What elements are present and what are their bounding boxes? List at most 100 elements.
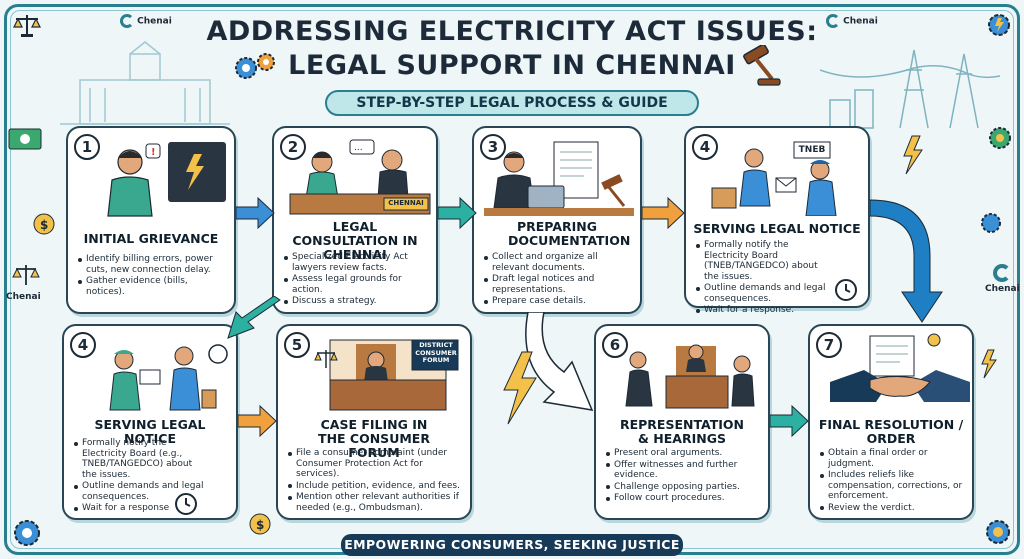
arrow-4b-to-5 [238,404,277,438]
step-number: 3 [480,134,506,160]
step-bullets: Formally notify the Electricity Board (T… [696,240,834,317]
bullet: Assess legal grounds for action. [284,274,428,295]
step-card-6: 6 REPRESENTATION & HEARINGS Present oral… [594,324,770,520]
money-icon [8,128,42,150]
step-bullets: Identify billing errors, power cuts, new… [78,254,226,298]
logo-top-left: Chenai [120,14,172,28]
bullet: Present oral arguments. [606,448,760,459]
step-card-3: 3 PREPARING DOCUMENTATION Collect and or… [472,126,642,314]
step-bullets: Obtain a final order or judgment. Includ… [820,448,964,514]
step-card-1: 1 ! INITIAL GRIEVANCE Identify billing e… [66,126,236,314]
bullet: Wait for a response [74,503,206,514]
bullet: Wait for a response. [696,305,834,316]
step-number: 6 [602,332,628,358]
coin-icon: $ [249,513,271,535]
step-number: 5 [284,332,310,358]
step-number: 1 [74,134,100,160]
step-number: 4 [70,332,96,358]
bullet: Identify billing errors, power cuts, new… [78,254,226,275]
gear-icon [988,14,1010,36]
gear-icon [986,520,1010,544]
bullet: Review the verdict. [820,503,964,514]
logo-top-right: Chenai [826,14,878,28]
logo-text: Chenai [985,284,1020,294]
scales-icon [314,350,338,368]
coin-icon: $ [33,213,55,235]
consultation-icon: ... [289,139,431,215]
bullet: Formally notify the Electricity Board (T… [696,240,834,282]
gear-icon [981,213,1001,233]
gears-icon [235,53,275,79]
step-bullets: File a consumer complaint (under Consume… [288,448,462,514]
bullet: Prepare case details. [484,296,632,307]
step-bullets: Formally notify the Electricity Board (e… [74,438,206,515]
gavel-icon [743,45,781,86]
logo-right: Chenai [985,264,1020,294]
logo-left: Chenai [6,292,41,302]
sign-tneb: TNEB [798,145,826,155]
step-number: 2 [280,134,306,160]
bullet: Collect and organize all relevant docume… [484,252,632,273]
sign-chennai: CHENNAI [388,199,424,207]
svg-text:!: ! [151,147,156,158]
step-bullets: Present oral arguments. Offer witnesses … [606,448,760,505]
hearing-icon [625,344,755,409]
svg-text:$: $ [256,518,264,532]
clock-icon [835,279,857,301]
logo-text: Chenai [843,16,878,27]
logo-icon [120,14,134,28]
courtroom-icon [329,339,459,411]
arrow-4-down [870,199,943,323]
step-card-4-top: 4 TNEB SERVING LEGAL NOTICE Formally not… [684,126,870,315]
bullet: Offer witnesses and further evidence. [606,460,760,481]
logo-icon [993,264,1012,282]
step-title: SERVING LEGAL NOTICE [693,221,861,236]
step-card-7: 7 FINAL RESOLUTION / ORDER Obtain a fina… [808,324,974,520]
lightning-icon [981,349,997,379]
step-card-2: 2 ... CHENNAI LEGAL CONSULTATION IN CHEN… [272,126,438,314]
bullet: Gather evidence (bills, notices). [78,276,226,297]
step-bullets: Collect and organize all relevant docume… [484,252,632,308]
step-title: INITIAL GRIEVANCE [83,231,219,246]
bullet: Follow court procedures. [606,493,760,504]
logo-text: Chenai [6,292,41,302]
step-title: SERVING LEGAL NOTICE [94,417,206,446]
gear-icon [14,520,40,546]
subtitle-banner: STEP-BY-STEP LEGAL PROCESS & GUIDE [325,90,699,116]
step-number: 4 [692,134,718,160]
handshake-icon [830,333,970,402]
sign-district-forum: DISTRICT CONSUMER FORUM [415,341,457,364]
bullet: Mention other relevant authorities if ne… [288,492,462,513]
documents-icon [484,141,634,216]
bullet: Challenge opposing parties. [606,482,760,493]
arrow-3-to-4 [642,196,685,230]
step-card-5: 5 DISTRICT CONSUMER FORUM CASE FILING IN… [276,324,472,520]
bullet: Specialized Electricity Act lawyers revi… [284,252,428,273]
step-number: 7 [816,332,842,358]
step-bullets: Specialized Electricity Act lawyers revi… [284,252,428,308]
delivery-icon [109,344,228,411]
main-title-line2: LEGAL SUPPORT IN CHENNAI [288,50,736,81]
arrow-1-to-2 [236,196,275,230]
svg-text:...: ... [354,143,363,153]
bullet: Obtain a final order or judgment. [820,448,964,469]
building-icon [60,41,230,125]
scales-icon [13,15,41,37]
bullet: Outline demands and legal consequences. [74,481,206,502]
logo-icon [826,14,840,28]
step-card-4-bottom: 4 SERVING LEGAL NOTICE Formally notify t… [62,324,238,520]
scales-icon [12,265,40,285]
step-title: LEGAL CONSULTATION IN CHENNAI [292,219,418,262]
step-title: REPRESENTATION & HEARINGS [619,417,745,446]
bullet: Formally notify the Electricity Board (e… [74,438,206,480]
delivery-icon [711,141,837,216]
bullet: Include petition, evidence, and fees. [288,481,462,492]
footer-banner: EMPOWERING CONSUMERS, SEEKING JUSTICE [341,534,683,556]
svg-text:$: $ [40,218,48,232]
clock-icon [175,493,197,515]
logo-text: Chenai [137,16,172,27]
step-title: CASE FILING IN THE CONSUMER FORUM [318,417,430,460]
bullet: Draft legal notices and representations. [484,274,632,295]
bullet: Includes reliefs like compensation, corr… [820,470,964,502]
gear-icon [989,127,1011,149]
